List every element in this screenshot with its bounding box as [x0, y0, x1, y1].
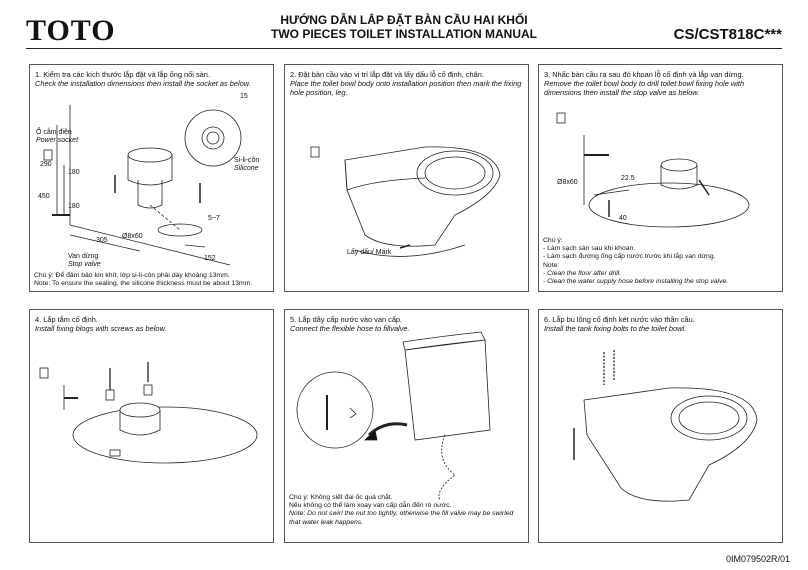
- dim-152: 152: [204, 255, 216, 262]
- step-6-bolts-diagram: [573, 350, 758, 502]
- step-1-vi: 1. Kiểm tra các kích thước lắp đặt và lắ…: [35, 70, 210, 79]
- step-3-en: Remove the toilet bowl body to drill toi…: [544, 79, 745, 97]
- step-3-note-line-4: Note:: [543, 261, 560, 269]
- step-1-note-en: Note: To ensure the sealing, the silicon…: [34, 280, 253, 288]
- dim-450: 450: [38, 193, 50, 200]
- step-4-panel: 4. Lắp tắm cố định. Install fixing blogs…: [29, 309, 274, 543]
- step-6-panel: 6. Lắp bu lông cố định két nước vào thân…: [538, 309, 783, 543]
- toto-logo: TOTO: [26, 14, 116, 47]
- step-5-note-vi-1: Chú ý: Không siết đai ốc quá chặt.: [289, 494, 393, 501]
- step-5-panel: 5. Lắp dây cấp nước vào van cấp. Connect…: [284, 309, 529, 543]
- stop-valve-vi: Van dừng: [68, 253, 99, 260]
- dim-40: 40: [619, 215, 627, 222]
- power-socket-vi: Ổ cắm điện: [36, 129, 72, 136]
- step-1-note-vi: Chú ý: Để đảm bảo kín khít, lớp si-li-cô…: [34, 272, 230, 279]
- step-6-vi: 6. Lắp bu lông cố định két nước vào thân…: [544, 315, 695, 324]
- step-2-vi: 2. Đặt bàn cầu vào vị trí lắp đặt và lấy…: [290, 70, 484, 79]
- step-4-en: Install fixing blogs with screws as belo…: [35, 324, 167, 333]
- step-3-vi: 3. Nhấc bàn cầu ra sau đó khoan lỗ cố đị…: [544, 70, 744, 79]
- mark-label: Lấy dấu/ Mark: [347, 249, 392, 256]
- dim-22-5: 22.5: [621, 175, 635, 182]
- dim-15: 15: [240, 93, 248, 100]
- document-code: 0IM079502R/01: [725, 554, 790, 564]
- step-5-en: Connect the flexible hose to fillvalve.: [290, 324, 410, 333]
- step-5-instructions: 5. Lắp dây cấp nước vào van cấp. Connect…: [290, 315, 523, 333]
- dim-290: 290: [40, 161, 52, 168]
- header-divider: [26, 48, 782, 49]
- step-1-panel: 1. Kiểm tra các kích thước lắp đặt và lắ…: [29, 64, 274, 292]
- power-socket-en: Power socket: [36, 137, 79, 144]
- step-5-note-en: Note: Do not swirl the nut too tightly, …: [289, 510, 514, 526]
- step-2-en: Place the toilet bowl body onto installa…: [290, 79, 522, 97]
- step-5-note-vi-2: Nếu không có thể làm xoay van cấp dẫn đế…: [289, 502, 452, 510]
- step-1-note: Chú ý: Để đảm bảo kín khít, lớp si-li-cô…: [34, 272, 269, 288]
- step-5-hose-diagram: [296, 331, 491, 501]
- step-2-instructions: 2. Đặt bàn cầu vào vị trí lắp đặt và lấy…: [290, 70, 523, 97]
- step-4-blocks-diagram: [39, 362, 258, 464]
- hole-size-3: Ø8x60: [557, 179, 578, 186]
- step-3-note-line-6: - Clean the water supply hose before ins…: [543, 278, 729, 286]
- step-5-vi: 5. Lắp dây cấp nước vào van cấp.: [290, 315, 403, 324]
- hole-size: Ø8x60: [122, 233, 143, 240]
- step-3-drilling-diagram: [556, 112, 750, 228]
- step-6-instructions: 6. Lắp bu lông cố định két nước vào thân…: [544, 315, 777, 333]
- step-4-vi: 4. Lắp tắm cố định.: [35, 315, 98, 324]
- step-3-note-line-3: - Làm sạch đường ống cấp nước trước khi …: [543, 253, 716, 261]
- model-number: CS/CST818C***: [673, 26, 782, 43]
- dim-180b: 180: [68, 203, 80, 210]
- silicone-vi: Si-li-côn: [234, 157, 260, 164]
- step-1-instructions: 1. Kiểm tra các kích thước lắp đặt và lắ…: [35, 70, 268, 88]
- step-3-note-line-2: - Làm sạch sàn sau khi khoan.: [543, 245, 636, 253]
- dim-5-7: 5~7: [208, 215, 220, 222]
- step-5-note: Chú ý: Không siết đai ốc quá chặt. Nếu k…: [289, 494, 524, 527]
- step-3-note-line-1: Chú ý:: [543, 237, 563, 244]
- step-3-instructions: 3. Nhấc bàn cầu ra sau đó khoan lỗ cố đị…: [544, 70, 777, 97]
- stop-valve-en: Stop valve: [68, 261, 101, 268]
- dim-305: 305: [96, 237, 108, 244]
- manual-title: HƯỚNG DẪN LẮP ĐẶT BÀN CẦU HAI KHỐI TWO P…: [0, 13, 808, 41]
- silicone-en: Silicone: [234, 165, 259, 172]
- dim-180: 180: [68, 169, 80, 176]
- title-vietnamese: HƯỚNG DẪN LẮP ĐẶT BÀN CẦU HAI KHỐI: [280, 13, 528, 27]
- step-4-instructions: 4. Lắp tắm cố định. Install fixing blogs…: [35, 315, 268, 333]
- step-1-socket-diagram: [43, 105, 242, 266]
- step-1-en: Check the installation dimensions then i…: [35, 79, 251, 88]
- step-3-note: Chú ý: - Làm sạch sàn sau khi khoan. - L…: [543, 237, 778, 286]
- step-6-en: Install the tank fixing bolts to the toi…: [544, 324, 687, 333]
- step-3-note-line-5: - Clean the floor after drill.: [543, 269, 622, 277]
- step-2-panel: 2. Đặt bàn cầu vào vị trí lắp đặt và lấy…: [284, 64, 529, 292]
- step-3-panel: 3. Nhấc bàn cầu ra sau đó khoan lỗ cố đị…: [538, 64, 783, 292]
- step-2-toilet-diagram: [310, 146, 501, 257]
- title-english: TWO PIECES TOILET INSTALLATION MANUAL: [271, 27, 537, 41]
